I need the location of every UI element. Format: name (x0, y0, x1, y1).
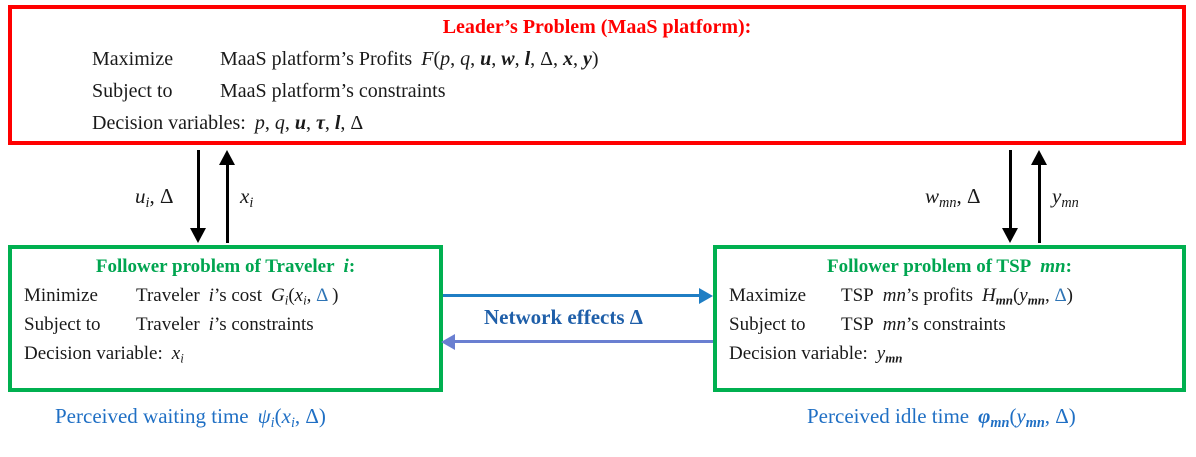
leader-constraints-label: Subject to (92, 80, 173, 102)
traveler-objective-line: Minimize Traveler i’s cost Gi(xi, Δ ) (24, 285, 439, 307)
leader-to-traveler-label: ui, Δ (135, 184, 174, 211)
traveler-objective-var: i (208, 285, 214, 306)
leader-objective-line: Maximize MaaS platform’s Profits F(p, q, u… (92, 48, 1182, 71)
traveler-constraints-text-b: ’s constraints (213, 314, 314, 335)
traveler-to-tsp-arrow-line (443, 294, 701, 297)
leader-to-tsp-arrow-line (1009, 150, 1012, 230)
traveler-decision-line: Decision variable: xi (24, 343, 439, 365)
traveler-decision-formula: xi (171, 343, 184, 366)
tsp-objective-line: Maximize TSP mn’s profits Hmn(ymn, Δ) (729, 285, 1182, 307)
perceived-waiting-time-caption: Perceived waiting time ψi(xi, Δ) (55, 404, 326, 431)
tsp-title-var: mn (1040, 256, 1066, 277)
traveler-objective-label: Minimize (24, 285, 98, 306)
tsp-title-prefix: Follower problem of TSP (827, 256, 1032, 277)
tsp-decision-label: Decision variable: (729, 343, 868, 364)
tsp-follower-title: Follower problem of TSP mn: (717, 249, 1182, 276)
traveler-follower-title: Follower problem of Traveler i: (12, 249, 439, 276)
tsp-to-leader-arrowhead (1031, 150, 1047, 165)
leader-constraints-line: Subject to MaaS platform’s constraints (92, 80, 1182, 103)
traveler-constraints-line: Subject to Traveler i’s constraints (24, 314, 439, 336)
perceived-waiting-time-text: Perceived waiting time (55, 404, 249, 428)
leader-to-tsp-arrowhead (1002, 228, 1018, 243)
tsp-constraints-text-b: ’s constraints (905, 314, 1006, 335)
leader-to-traveler-arrow-line (197, 150, 200, 230)
traveler-to-leader-arrowhead (219, 150, 235, 165)
traveler-objective-text-a: Traveler (136, 285, 200, 306)
traveler-to-leader-arrow-line (226, 163, 229, 243)
leader-problem-box: Leader’s Problem (MaaS platform): Maximi… (8, 5, 1186, 145)
traveler-constraints-var: i (208, 314, 214, 335)
traveler-to-tsp-arrowhead (699, 288, 713, 304)
traveler-title-suffix: : (348, 256, 356, 277)
tsp-constraints-var: mn (882, 314, 906, 335)
traveler-to-leader-label: xi (240, 184, 254, 211)
traveler-objective-text-b: ’s cost (213, 285, 262, 306)
leader-objective-text: MaaS platform’s Profits (220, 48, 413, 70)
leader-objective-label: Maximize (92, 48, 174, 70)
tsp-decision-line: Decision variable: ymn (729, 343, 1182, 365)
tsp-objective-text-a: TSP (841, 285, 874, 306)
tsp-constraints-text-a: TSP (841, 314, 874, 335)
tsp-to-leader-arrow-line (1038, 163, 1041, 243)
perceived-idle-time-caption: Perceived idle time φmn(ymn, Δ) (807, 404, 1076, 431)
tsp-title-suffix: : (1065, 256, 1072, 277)
leader-decision-line: Decision variables: p, q, u, τ, l, Δ (92, 112, 1182, 135)
traveler-decision-label: Decision variable: (24, 343, 163, 364)
leader-decision-formula: p, q, u, τ, l, Δ (254, 112, 364, 134)
tsp-objective-var: mn (882, 285, 906, 306)
perceived-idle-time-formula: φmn(ymn, Δ) (978, 404, 1076, 431)
tsp-constraints-label: Subject to (729, 314, 806, 335)
tsp-to-traveler-arrowhead (441, 334, 455, 350)
perceived-waiting-time-formula: ψi(xi, Δ) (257, 404, 326, 431)
leader-problem-title: Leader’s Problem (MaaS platform): (442, 16, 752, 38)
traveler-constraints-label: Subject to (24, 314, 101, 335)
leader-to-tsp-label: wmn, Δ (925, 184, 981, 211)
leader-to-traveler-arrowhead (190, 228, 206, 243)
tsp-to-traveler-arrow-line (455, 340, 713, 343)
leader-objective-formula: F(p, q, u, w, l, Δ, x, y) (421, 48, 599, 70)
tsp-to-leader-label: ymn (1052, 184, 1079, 211)
leader-problem-lines: Maximize MaaS platform’s Profits F(p, q, u… (12, 37, 1182, 135)
perceived-idle-time-text: Perceived idle time (807, 404, 970, 428)
leader-constraints-text: MaaS platform’s constraints (220, 80, 446, 102)
tsp-decision-formula: ymn (876, 343, 903, 366)
traveler-constraints-text-a: Traveler (136, 314, 200, 335)
tsp-objective-formula: Hmn(ymn, Δ) (982, 285, 1073, 308)
tsp-objective-label: Maximize (729, 285, 807, 306)
traveler-title-prefix: Follower problem of Traveler (95, 256, 335, 277)
tsp-constraints-line: Subject to TSP mn’s constraints (729, 314, 1182, 336)
leader-decision-label: Decision variables: (92, 112, 246, 134)
tsp-objective-text-b: ’s profits (905, 285, 974, 306)
network-effects-label: Network effects Δ (484, 305, 643, 329)
traveler-objective-formula: Gi(xi, Δ ) (270, 285, 339, 308)
traveler-title-var: i (343, 256, 349, 277)
